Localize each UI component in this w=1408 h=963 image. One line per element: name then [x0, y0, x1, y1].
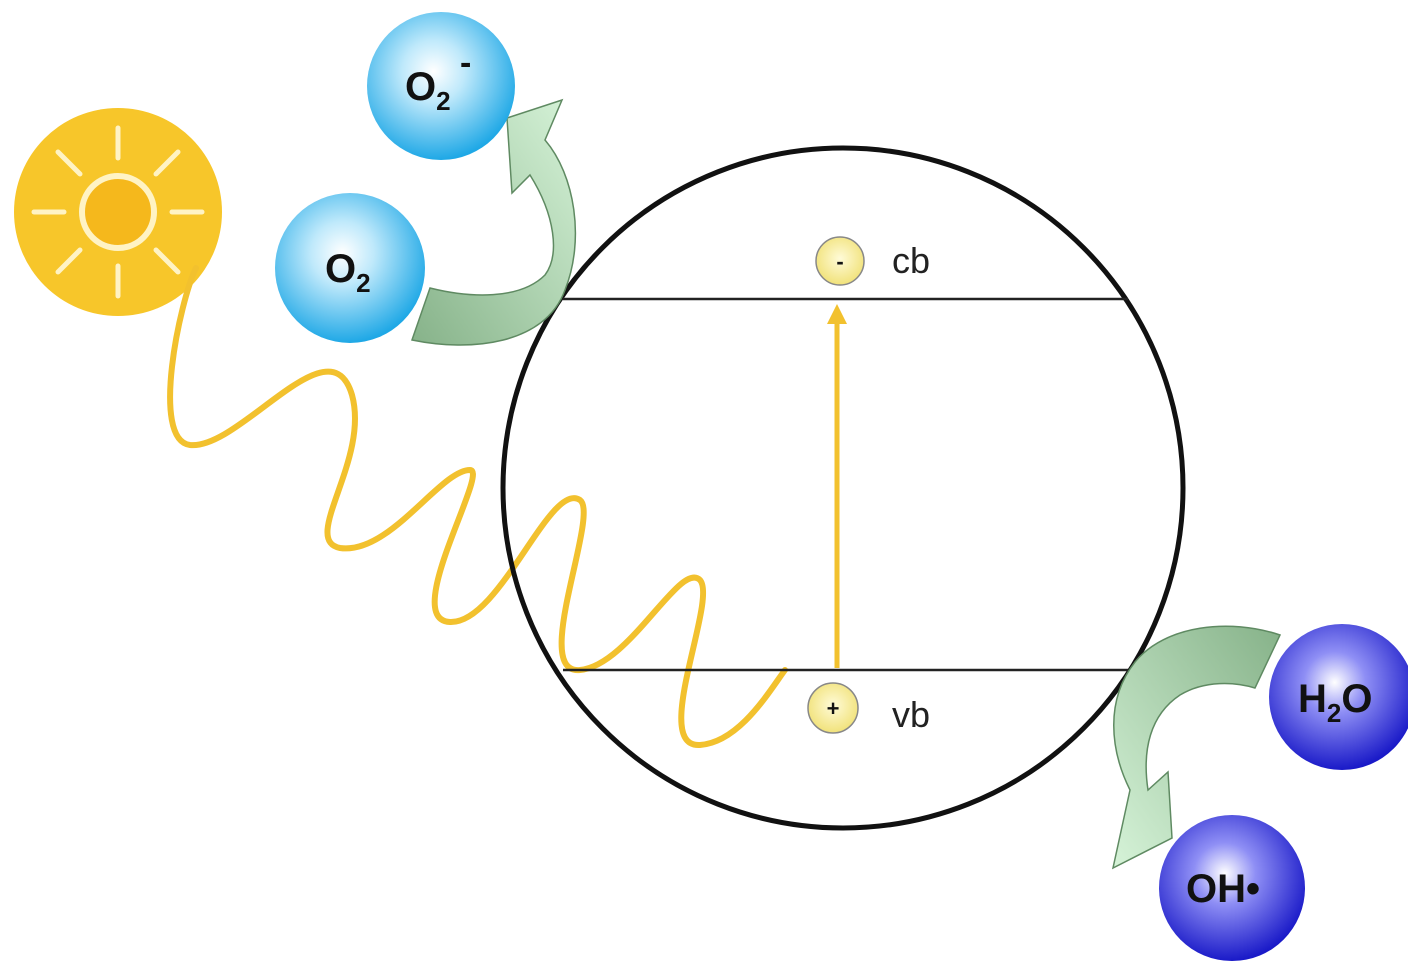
hydroxyl-radical: OH• [1159, 815, 1305, 961]
o2-base: O [325, 247, 356, 291]
light-wave [167, 265, 788, 749]
electron-symbol: - [836, 249, 843, 274]
oxidation-arrow [1111, 625, 1282, 870]
hydroxyl-label: OH• [1186, 867, 1260, 911]
svg-text:H2O: H2O [1298, 677, 1372, 728]
superoxide-charge: - [460, 44, 471, 82]
svg-text:O2: O2 [325, 247, 371, 298]
superoxide-sub: 2 [436, 86, 450, 116]
svg-text:O2: O2 [405, 65, 451, 116]
hole-carrier: + [807, 682, 859, 734]
o2-sub: 2 [356, 268, 370, 298]
sun-icon [14, 108, 222, 316]
water-post: O [1341, 677, 1372, 721]
electron-carrier: - [815, 236, 865, 286]
water-sub: 2 [1327, 698, 1341, 728]
water-pre: H [1298, 677, 1327, 721]
superoxide-base: O [405, 65, 436, 109]
superoxide-molecule: O2 - [367, 12, 515, 160]
semiconductor-particle [500, 145, 1186, 831]
vb-label: vb [892, 694, 930, 735]
hole-symbol: + [827, 696, 840, 721]
cb-label: cb [892, 240, 930, 281]
reduction-arrow [411, 98, 577, 346]
water-molecule: H2O [1269, 624, 1408, 770]
excitation-arrow [827, 304, 847, 668]
o2-molecule: O2 [275, 193, 425, 343]
